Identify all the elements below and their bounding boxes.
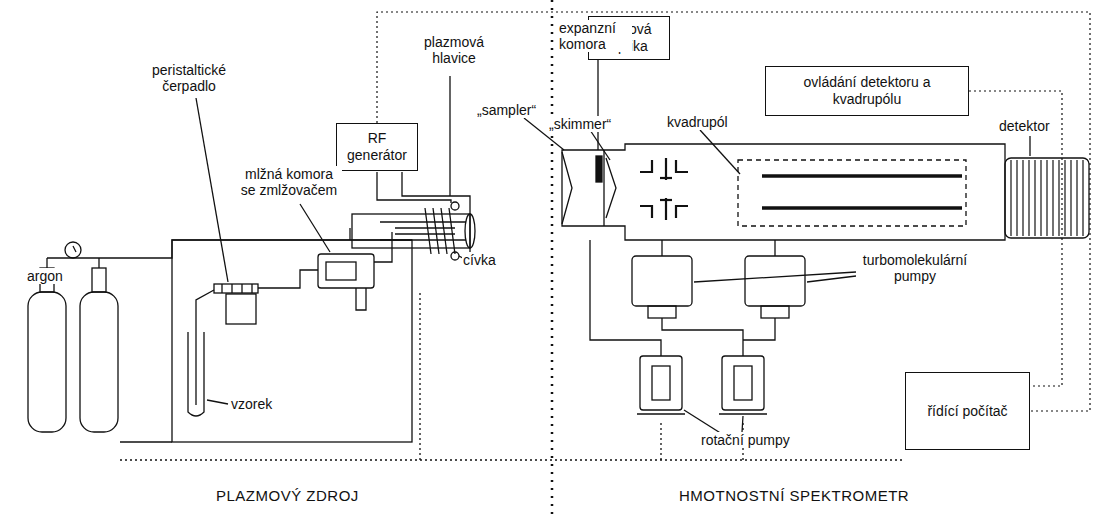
labeled-box: řídící počítač: [905, 372, 1030, 450]
signal-line: [377, 12, 1090, 411]
part-label: kvadrupól: [666, 114, 729, 130]
labeled-box: ovládání detektoru a kvadrupólu: [765, 66, 969, 116]
part-label: argon: [26, 268, 64, 284]
part-label: detektor: [998, 118, 1051, 134]
part-label: peristaltické čerpadlo: [138, 62, 240, 94]
part-label: mlžná komora se zmlžovačem: [236, 166, 342, 198]
part-label: cívka: [462, 252, 497, 268]
box-text: RF generátor: [343, 130, 411, 164]
signal-line: [969, 91, 1062, 386]
part-label: expanzní komora: [558, 20, 632, 52]
part-label: vzorek: [230, 396, 273, 412]
labeled-box: RF generátor: [336, 123, 418, 171]
part-label: „sampler“: [476, 102, 537, 118]
part-label: plazmová hlavice: [420, 34, 488, 66]
part-label: „skimmer“: [548, 116, 612, 132]
part-label: turbomolekulární pumpy: [858, 252, 972, 284]
box-text: ovládání detektoru a kvadrupólu: [772, 74, 962, 108]
part-label: rotační pumpy: [700, 432, 791, 448]
section-title: HMOTNOSTNÍ SPEKTROMETR: [678, 487, 910, 504]
box-text: řídící počítač: [927, 403, 1007, 420]
section-title: PLAZMOVÝ ZDROJ: [215, 487, 360, 504]
